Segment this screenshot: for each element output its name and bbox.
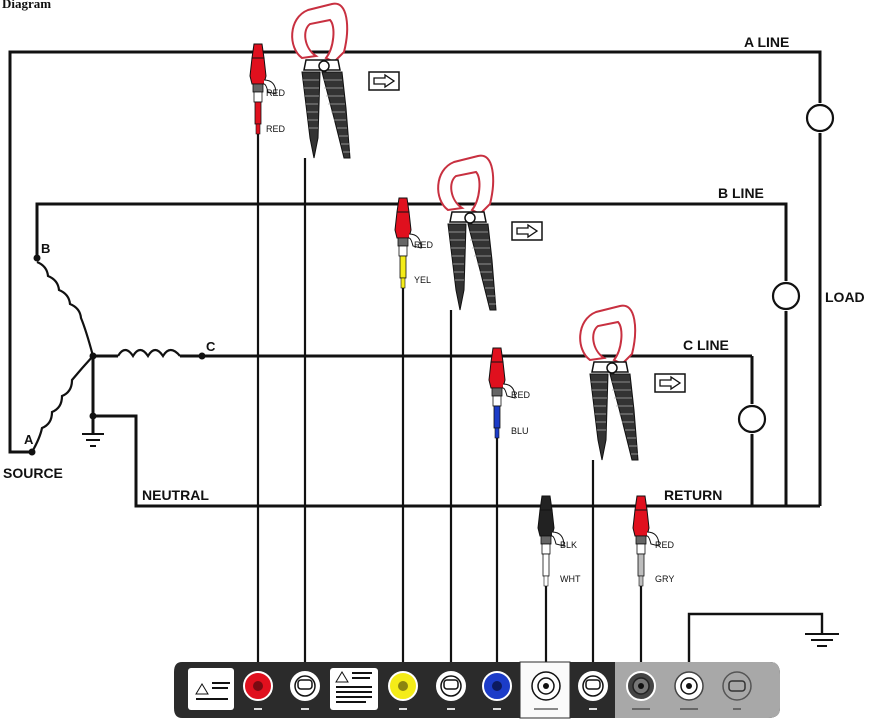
node-c-label: C: [206, 339, 216, 354]
voltage-probe-va: RED RED: [249, 43, 286, 668]
node-c: [198, 352, 206, 360]
coil-icon: [117, 348, 181, 359]
va-clip-label: RED: [266, 88, 286, 98]
source-label: SOURCE: [3, 465, 63, 481]
aux-clip-label: RED: [655, 540, 675, 550]
load-icon: [737, 404, 767, 434]
jack-vc[interactable]: [482, 671, 512, 701]
circuit-wires: [8, 50, 822, 508]
loads: [737, 103, 835, 434]
warning-label: [188, 668, 234, 710]
jack-aux-1[interactable]: [626, 671, 656, 701]
va-band-label: RED: [266, 124, 286, 134]
node-neutral: [89, 352, 97, 360]
arrow-right-icon: [368, 71, 400, 91]
c-line-label: C LINE: [683, 337, 729, 353]
jack-aux-3[interactable]: [722, 671, 752, 701]
coil-icon: [36, 260, 95, 357]
page-title: Diagram: [2, 0, 51, 11]
jack-aux-2[interactable]: [674, 671, 704, 701]
b-line-label: B LINE: [718, 185, 764, 201]
voltage-probe-neutral: BLK WHT: [537, 495, 581, 668]
load-icon: [771, 281, 801, 311]
load-label: LOAD: [825, 289, 865, 305]
direction-arrows: [368, 71, 686, 393]
node-b-label: B: [41, 241, 50, 256]
coil-icon: [31, 355, 94, 453]
neutral-label: NEUTRAL: [142, 487, 209, 503]
panel-markings: [254, 708, 741, 710]
vb-band-label: YEL: [414, 275, 431, 285]
voltage-probe-aux: RED GRY: [632, 495, 675, 668]
vb-clip-label: RED: [414, 240, 434, 250]
aux-ground: [687, 612, 839, 668]
jack-ib[interactable]: [436, 671, 466, 701]
arrow-right-icon: [654, 373, 686, 393]
voltage-probe-vb: RED YEL: [394, 197, 434, 668]
node-b: [33, 254, 41, 262]
jack-vb[interactable]: [388, 671, 418, 701]
aux-band-label: GRY: [655, 574, 674, 584]
jack-ia[interactable]: [290, 671, 320, 701]
node-a-label: A: [24, 432, 34, 447]
node-ground: [89, 412, 97, 420]
neutral-band-label: WHT: [560, 574, 581, 584]
jack-neutral[interactable]: [531, 671, 561, 701]
a-line-label: A LINE: [744, 34, 789, 50]
current-clamp-icon: [437, 154, 497, 668]
ground-icon: [82, 433, 104, 447]
vc-band-label: BLU: [511, 426, 529, 436]
voltage-probe-vc: RED BLU: [488, 347, 531, 668]
arrow-right-icon: [511, 221, 543, 241]
instrument-panel: [174, 661, 780, 719]
jack-va[interactable]: [243, 671, 273, 701]
current-clamp-icon: [579, 304, 639, 668]
node-a: [28, 448, 36, 456]
source-coils: [31, 260, 181, 453]
ground-icon: [805, 633, 839, 647]
load-icon: [805, 103, 835, 133]
diagram-labels: A LINE B LINE C LINE LOAD NEUTRAL RETURN…: [3, 34, 865, 503]
neutral-clip-label: BLK: [560, 540, 577, 550]
jack-ic[interactable]: [578, 671, 608, 701]
source-nodes: [28, 254, 206, 456]
vc-clip-label: RED: [511, 390, 531, 400]
warning-label: [330, 668, 378, 710]
return-label: RETURN: [664, 487, 722, 503]
current-clamp-icon: [291, 2, 351, 668]
